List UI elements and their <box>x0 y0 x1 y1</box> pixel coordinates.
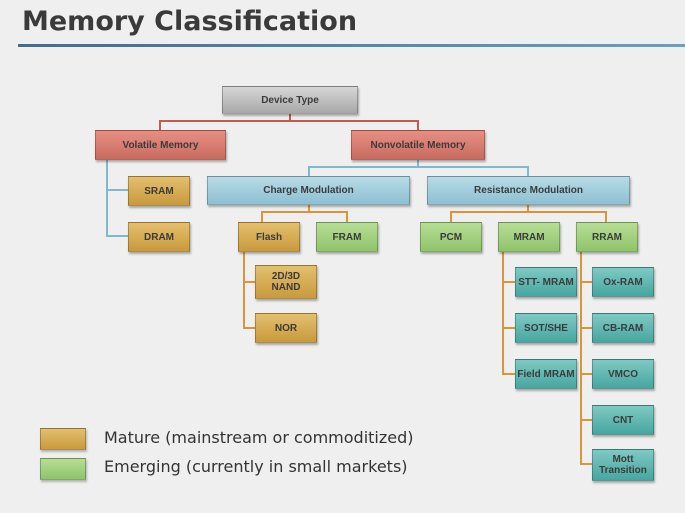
node-rram: RRAM <box>576 222 638 252</box>
legend-swatch-emerging <box>40 458 86 480</box>
node-volatile-memory: Volatile Memory <box>95 130 226 160</box>
node-device-type: Device Type <box>222 86 358 114</box>
connector-charge <box>261 205 348 222</box>
node-pcm: PCM <box>420 222 482 252</box>
node-fram: FRAM <box>316 222 378 252</box>
node-cb-ram: CB-RAM <box>592 313 654 343</box>
connector-flash <box>243 252 255 329</box>
legend-swatch-mature <box>40 428 86 450</box>
page-title: Memory Classification <box>22 6 358 37</box>
legend-label-emerging: Emerging (currently in small markets) <box>104 457 408 476</box>
connector-nonvolatile <box>308 160 529 176</box>
legend-label-mature: Mature (mainstream or commoditized) <box>104 428 414 447</box>
node-nonvolatile-memory: Nonvolatile Memory <box>351 130 485 160</box>
connector-rram <box>580 252 592 465</box>
title-underline <box>18 44 685 47</box>
node-nor: NOR <box>255 313 317 343</box>
node-flash: Flash <box>238 222 300 252</box>
node-ox-ram: Ox-RAM <box>592 267 654 297</box>
node-resistance-modulation: Resistance Modulation <box>427 176 630 205</box>
connector-volatile <box>106 160 128 237</box>
connector-device-type <box>159 114 419 130</box>
node-2d-3d-nand: 2D/3D NAND <box>255 265 317 299</box>
node-vmco: VMCO <box>592 359 654 389</box>
connector-resistance <box>450 205 607 222</box>
node-mott-transition: Mott Transition <box>592 449 654 481</box>
connector-mram <box>502 252 515 375</box>
node-mram: MRAM <box>498 222 560 252</box>
node-charge-modulation: Charge Modulation <box>207 176 410 205</box>
node-sot-she: SOT/SHE <box>515 313 577 343</box>
node-field-mram: Field MRAM <box>515 359 577 389</box>
node-stt-mram: STT- MRAM <box>515 267 577 297</box>
node-cnt: CNT <box>592 405 654 435</box>
node-dram: DRAM <box>128 222 190 252</box>
node-sram: SRAM <box>128 176 190 206</box>
